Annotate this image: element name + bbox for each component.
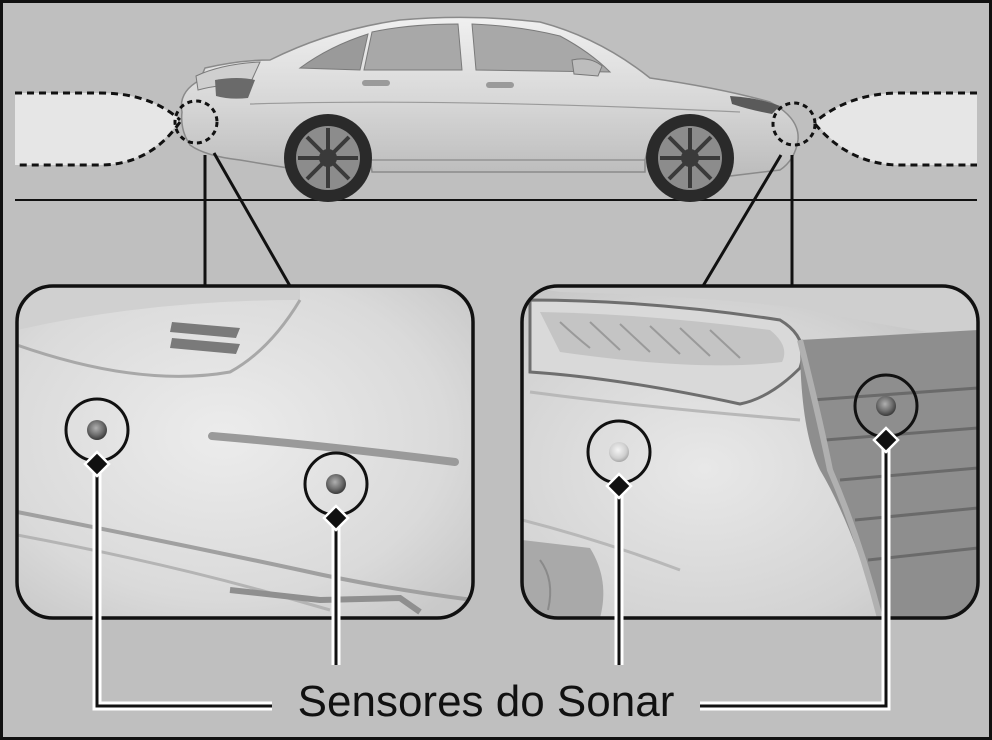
front-sensor-location-icon — [771, 101, 817, 147]
front-sensing-zone-outline — [813, 91, 977, 167]
front-wheel — [646, 114, 734, 202]
rear-callout-connector — [203, 152, 292, 287]
front-sensing-zone — [815, 93, 977, 165]
rear-bumper-detail-panel — [15, 284, 475, 620]
rear-sonar-sensor-right — [326, 474, 346, 494]
rear-sensing-zone-outline — [15, 91, 182, 167]
rear-sensing-zone — [15, 93, 180, 165]
front-sonar-sensor-left — [609, 442, 629, 462]
diamond-marker-icon — [322, 504, 350, 532]
rear-sonar-sensor-left — [87, 420, 107, 440]
front-bumper-detail-panel — [520, 284, 980, 620]
front-sonar-sensor-right — [876, 396, 896, 416]
rear-wheel — [284, 114, 372, 202]
diamond-marker-icon — [872, 426, 900, 454]
front-callout-connector — [701, 154, 794, 287]
diamond-marker-icon — [605, 472, 633, 500]
car-illustration — [180, 16, 799, 202]
rear-sensor-location-icon — [173, 99, 219, 145]
sensor-leader-lines — [83, 426, 900, 711]
sonar-sensors-caption: Sensores do Sonar — [298, 677, 675, 726]
diamond-marker-icon — [83, 450, 111, 478]
